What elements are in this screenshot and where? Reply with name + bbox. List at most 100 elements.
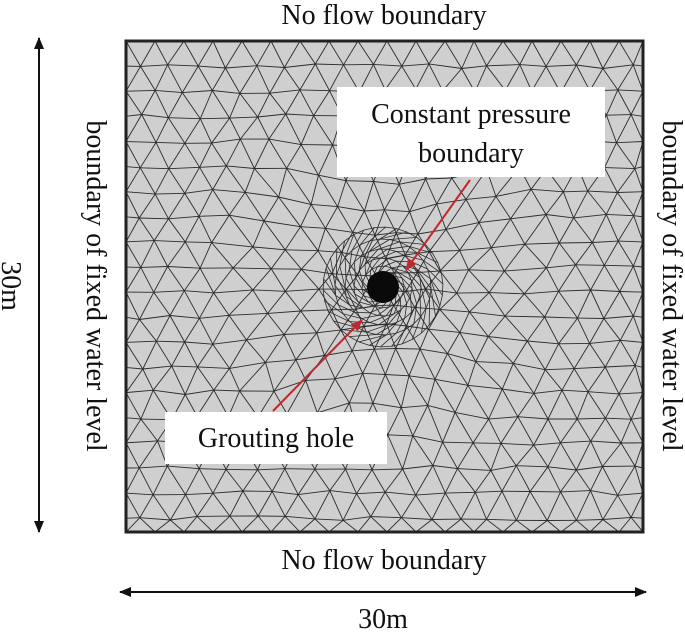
mesh-edge	[244, 168, 255, 193]
mesh-edge	[345, 468, 373, 471]
mesh-edge	[504, 315, 528, 342]
mesh-edge	[486, 490, 503, 520]
mesh-edge	[630, 114, 643, 142]
mesh-edge	[500, 442, 534, 446]
mesh-edge	[212, 490, 243, 494]
mesh-edge	[604, 167, 635, 170]
mesh-edge	[126, 389, 154, 394]
refinement-edge	[336, 275, 347, 297]
refinement-edge	[370, 257, 381, 271]
mesh-edge	[140, 66, 156, 91]
mesh-edge	[632, 315, 643, 343]
mesh-edge	[468, 247, 492, 271]
mesh-edge	[573, 213, 607, 219]
mesh-edge	[469, 311, 489, 337]
mesh-edge	[139, 517, 156, 532]
mesh-edge	[409, 211, 419, 235]
mesh-edge	[533, 369, 546, 394]
mesh-edge	[589, 519, 604, 532]
refinement-edge	[416, 252, 438, 264]
mesh-edge	[468, 269, 490, 293]
mesh-edge	[140, 41, 156, 67]
mesh-edge	[415, 63, 430, 90]
mesh-edge	[167, 266, 185, 291]
mesh-edge	[212, 315, 230, 345]
mesh-edge	[604, 366, 620, 395]
mesh-edge	[442, 441, 474, 444]
mesh-edge	[370, 516, 402, 519]
refinement-edge	[358, 334, 387, 343]
mesh-edge	[545, 41, 562, 67]
refinement-edge	[376, 322, 398, 335]
refinement-edge	[391, 265, 403, 269]
mesh-edge	[254, 168, 279, 198]
mesh-edge	[562, 191, 575, 219]
mesh-edge	[228, 214, 254, 248]
mesh-edge	[501, 491, 517, 521]
mesh-edge	[242, 490, 259, 517]
mesh-edge	[199, 90, 213, 119]
refinement-edge	[328, 310, 350, 322]
mesh-edge	[455, 411, 489, 420]
mesh-edge	[153, 218, 169, 241]
mesh-edge	[183, 41, 199, 67]
mesh-edge	[372, 374, 386, 404]
mesh-edge	[284, 468, 299, 495]
pressure-callout-arrow	[405, 179, 471, 271]
refinement-edge	[413, 304, 418, 324]
mesh-edge	[196, 516, 214, 532]
refinement-edge	[361, 315, 378, 319]
refinement-edge	[377, 306, 389, 316]
mesh-edge	[504, 315, 545, 318]
refinement-edge	[334, 285, 350, 306]
mesh-edge	[246, 339, 266, 363]
mesh-edge	[138, 193, 156, 219]
mesh-edge	[387, 434, 404, 470]
refinement-edge	[396, 309, 402, 323]
mesh-edge	[199, 142, 213, 168]
mesh-edge	[211, 214, 230, 243]
mesh-edge	[488, 336, 528, 342]
mesh-edge	[139, 494, 154, 518]
mesh-edge	[603, 318, 621, 341]
mesh-edge	[558, 290, 578, 319]
mesh-edge	[278, 168, 288, 198]
mesh-edge	[284, 63, 316, 68]
mesh-edge	[490, 465, 517, 471]
mesh-edge	[533, 418, 549, 446]
mesh-edge	[168, 143, 186, 169]
mesh-edge	[156, 315, 171, 342]
refinement-edge	[368, 239, 390, 252]
mesh-edge	[606, 114, 632, 116]
mesh-edge	[183, 290, 200, 319]
mesh-edge	[141, 114, 169, 119]
mesh-edge	[373, 349, 386, 375]
mesh-edge	[387, 407, 402, 436]
mesh-edge	[384, 65, 403, 91]
mesh-edge	[197, 366, 230, 369]
mesh-edge	[167, 465, 200, 470]
mesh-edge	[488, 270, 505, 293]
refinement-edge	[324, 300, 344, 315]
mesh-edge	[305, 378, 336, 381]
mesh-edge	[198, 189, 214, 217]
mesh-edge	[197, 366, 215, 391]
mesh-edge	[295, 332, 318, 361]
mesh-edge	[414, 307, 429, 330]
mesh-edge	[590, 466, 603, 491]
mesh-edge	[373, 63, 402, 67]
mesh-edge	[263, 196, 279, 222]
mesh-edge	[524, 290, 559, 295]
mesh-edge	[245, 191, 279, 198]
mesh-edge	[502, 388, 534, 394]
mesh-edge	[168, 92, 183, 118]
mesh-edge	[402, 465, 433, 470]
mesh-edge	[547, 466, 577, 471]
mesh-edge	[169, 315, 185, 343]
mesh-edge	[630, 392, 643, 420]
mesh-edge	[297, 494, 316, 520]
mesh-edge	[575, 264, 591, 291]
mesh-edge	[126, 392, 142, 420]
mesh-edge	[154, 90, 169, 118]
refinement-edge	[371, 248, 388, 261]
